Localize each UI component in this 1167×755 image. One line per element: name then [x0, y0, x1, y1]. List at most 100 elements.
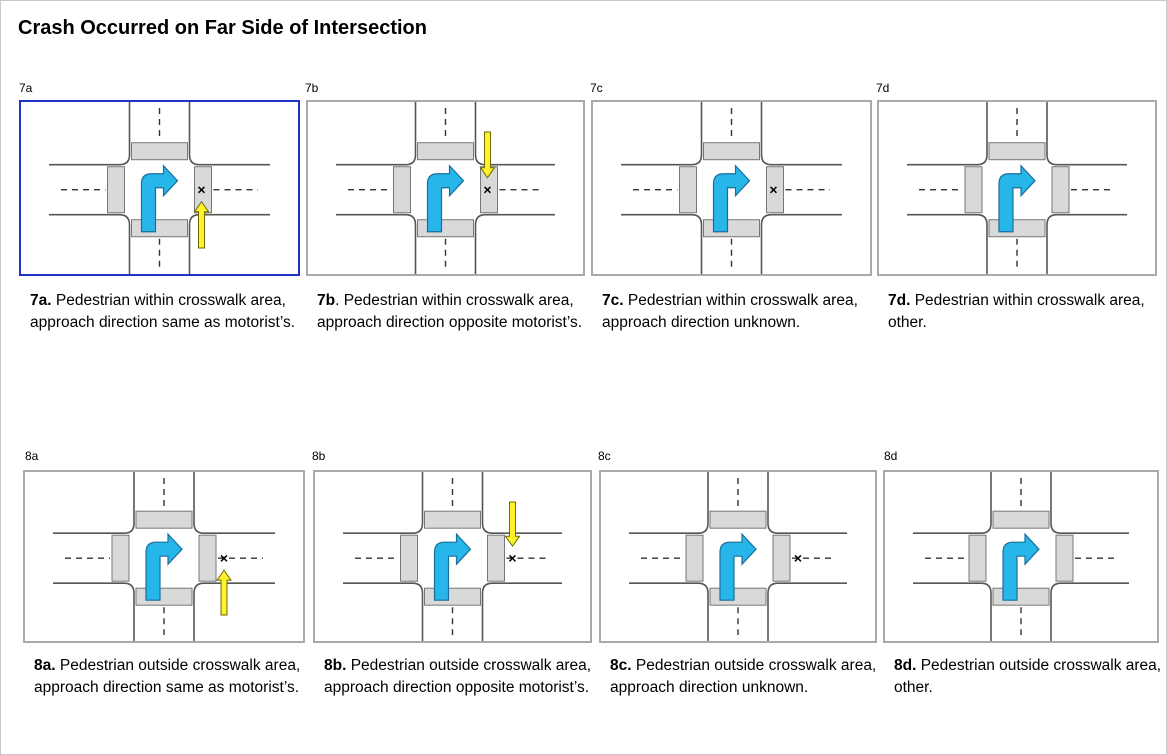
intersection-diagram: × [343, 472, 562, 641]
scenario-caption-text: Pedestrian outside crosswalk area, other… [894, 657, 1162, 696]
crosswalk-south [988, 219, 1046, 238]
turn-arrow-icon [145, 532, 183, 601]
intersection-diagram: × [621, 102, 842, 274]
road-edges [53, 472, 275, 641]
crosswalk-west [111, 534, 130, 582]
turn-arrow-icon [426, 164, 465, 233]
scenario-code-label: 7c [590, 81, 603, 95]
turn-arrow-icon [998, 164, 1036, 233]
crosswalk-east [1051, 166, 1070, 214]
crosswalk-north [417, 142, 474, 161]
crash-location-mark: × [483, 182, 491, 198]
road-edges [343, 472, 562, 641]
road-edges [629, 472, 847, 641]
scenario-caption-code: 7d. [888, 292, 911, 309]
crash-location-mark: × [197, 182, 205, 198]
crosswalk-north [135, 510, 193, 529]
scenario-caption-code: 7a. [30, 292, 52, 309]
road-edges [621, 102, 842, 274]
scenario-caption: 8a. Pedestrian outside crosswalk area, a… [34, 655, 309, 699]
turn-arrow-icon [140, 164, 179, 233]
scenario-caption-code: 8c. [610, 657, 632, 674]
scenario-tile-8d[interactable] [883, 470, 1159, 643]
scenario-code-label: 7d [876, 81, 890, 95]
crosswalk-west [685, 534, 704, 582]
scenario-caption-code: 8b. [324, 657, 347, 674]
turn-arrow-icon [712, 164, 751, 233]
pedestrian-arrow-up-icon [216, 569, 232, 616]
scenario-code-label: 8b [312, 449, 326, 463]
crash-location-mark: × [794, 550, 802, 566]
crosswalk-east [1055, 534, 1074, 582]
scenario-tile-8a[interactable]: × [23, 470, 305, 643]
scenario-caption-text: Pedestrian outside crosswalk area, appro… [34, 657, 301, 696]
crosswalk-south [135, 587, 193, 606]
intersection-diagram: × [53, 472, 275, 641]
scenario-caption-code: 8a. [34, 657, 56, 674]
crosswalk-south [703, 219, 760, 238]
crosswalk-north [709, 510, 767, 529]
scenario-caption: 7d. Pedestrian within crosswalk area, ot… [888, 290, 1163, 334]
crosswalk-east [766, 166, 784, 214]
crash-location-mark: × [220, 550, 228, 566]
turn-arrow-icon [719, 532, 757, 601]
scenario-caption: 7a. Pedestrian within crosswalk area, ap… [30, 290, 305, 334]
scenario-tile-7c[interactable]: × [591, 100, 872, 276]
scenario-caption-text: Pedestrian within crosswalk area, approa… [30, 292, 296, 331]
scenario-tile-7b[interactable]: × [306, 100, 585, 276]
scenario-caption: 8d. Pedestrian outside crosswalk area, o… [894, 655, 1167, 699]
crosswalk-west [679, 166, 697, 214]
scenario-code-label: 8d [884, 449, 898, 463]
crosswalk-west [393, 166, 411, 214]
scenario-caption-text: Pedestrian within crosswalk area, approa… [602, 292, 858, 331]
crosswalk-east [198, 534, 217, 582]
crosswalk-west [107, 166, 125, 214]
scenario-caption: 8b. Pedestrian outside crosswalk area, a… [324, 655, 599, 699]
crosswalk-north [988, 142, 1046, 161]
pedestrian-arrow-up-icon [193, 200, 210, 249]
crosswalk-north [131, 142, 188, 161]
crosswalk-south [131, 219, 188, 238]
scenario-tile-7a[interactable]: × [19, 100, 300, 276]
crosswalk-north [703, 142, 760, 161]
intersection-diagram: × [49, 102, 270, 274]
scenario-caption: 7c. Pedestrian within crosswalk area, ap… [602, 290, 877, 334]
pedestrian-arrow-down-icon [504, 501, 521, 548]
intersection-diagram [913, 472, 1129, 641]
crosswalk-south [424, 587, 481, 606]
road-edges [49, 102, 270, 274]
crosswalk-east [772, 534, 791, 582]
road-edges [913, 472, 1129, 641]
crosswalk-north [992, 510, 1050, 529]
pedestrian-arrow-down-icon [479, 131, 496, 179]
scenario-caption-text: . Pedestrian within crosswalk area, appr… [317, 292, 583, 331]
scenario-caption: 7b. Pedestrian within crosswalk area, ap… [317, 290, 592, 334]
scenario-code-label: 7a [19, 81, 33, 95]
road-edges [907, 102, 1127, 274]
scenario-code-label: 8a [25, 449, 39, 463]
turn-arrow-icon [433, 532, 472, 601]
crosswalk-west [968, 534, 987, 582]
road-edges [336, 102, 555, 274]
scenario-caption-code: 7b [317, 292, 336, 309]
crosswalk-north [424, 510, 481, 529]
scenario-caption-code: 8d. [894, 657, 917, 674]
scenario-caption-text: Pedestrian outside crosswalk area, appro… [324, 657, 592, 696]
intersection-diagram: × [629, 472, 847, 641]
intersection-diagram: × [336, 102, 555, 274]
scenario-tile-8c[interactable]: × [599, 470, 877, 643]
scenario-code-label: 8c [598, 449, 611, 463]
crosswalk-west [964, 166, 983, 214]
crash-location-mark: × [508, 550, 516, 566]
crosswalk-east [487, 534, 505, 582]
crosswalk-south [709, 587, 767, 606]
scenario-tile-8b[interactable]: × [313, 470, 592, 643]
scenario-code-label: 7b [305, 81, 319, 95]
turn-arrow-icon [1002, 532, 1040, 601]
intersection-diagram [907, 102, 1127, 274]
scenario-tile-7d[interactable] [877, 100, 1157, 276]
scenario-caption: 8c. Pedestrian outside crosswalk area, a… [610, 655, 885, 699]
crosswalk-west [400, 534, 418, 582]
scenario-caption-text: Pedestrian within crosswalk area, other. [888, 292, 1145, 331]
scenario-caption-code: 7c. [602, 292, 624, 309]
